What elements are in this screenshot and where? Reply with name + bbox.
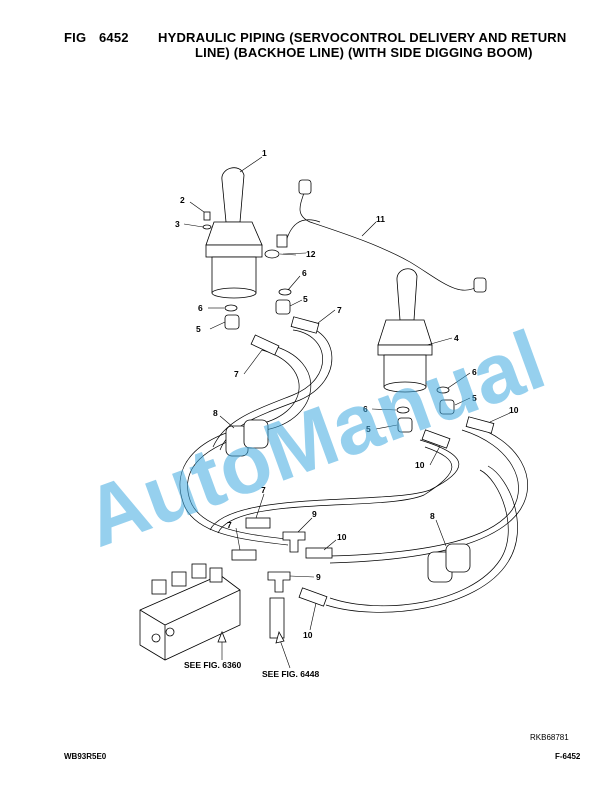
callout-8a: 8 [213,408,218,418]
callout-8b: 8 [430,511,435,521]
joystick-right [377,268,433,393]
callout-6c: 6 [363,404,368,414]
callout-11: 11 [376,214,385,224]
callout-labels: 1 2 3 4 5 5 5 5 6 6 6 6 7 7 7 7 8 8 9 9 … [175,148,519,640]
footer-page-code: F-6452 [555,752,581,761]
callout-10a: 10 [509,405,519,415]
callout-3: 3 [175,219,180,229]
joystick-left [205,167,263,299]
fittings [202,179,495,639]
fig-number: 6452 [99,30,129,45]
footer-document-code: WB93R5E0 [64,752,107,761]
fig-label: FIG [64,30,87,45]
callout-10d: 10 [303,630,313,640]
callout-5a: 5 [196,324,201,334]
watermark-text: AutoManual [72,312,556,565]
leader-lines [183,156,511,669]
callout-5d: 5 [472,393,477,403]
callout-2: 2 [180,195,185,205]
callout-7a: 7 [337,305,342,315]
callout-7b: 7 [234,369,239,379]
valve-block [139,563,241,661]
callout-9b: 9 [316,572,321,582]
drawing-code: RKB68781 [530,733,569,742]
callout-9a: 9 [312,509,317,519]
callout-10c: 10 [337,532,347,542]
callout-6b: 6 [302,268,307,278]
callout-1: 1 [262,148,267,158]
callout-5b: 5 [303,294,308,304]
callout-6a: 6 [198,303,203,313]
page-title-line-2: LINE) (BACKHOE LINE) (WITH SIDE DIGGING … [195,45,533,60]
callout-7c: 7 [261,485,266,495]
callout-10b: 10 [415,460,425,470]
hose-lines [179,189,529,613]
callout-5c: 5 [366,424,371,434]
callout-12: 12 [306,249,316,259]
callout-7d: 7 [227,520,232,530]
page-title-line-1: HYDRAULIC PIPING (SERVOCONTROL DELIVERY … [158,30,567,45]
callout-4: 4 [454,333,459,343]
reference-fig-6360: SEE FIG. 6360 [184,660,241,670]
callout-6d: 6 [472,367,477,377]
reference-fig-6448: SEE FIG. 6448 [262,669,319,679]
